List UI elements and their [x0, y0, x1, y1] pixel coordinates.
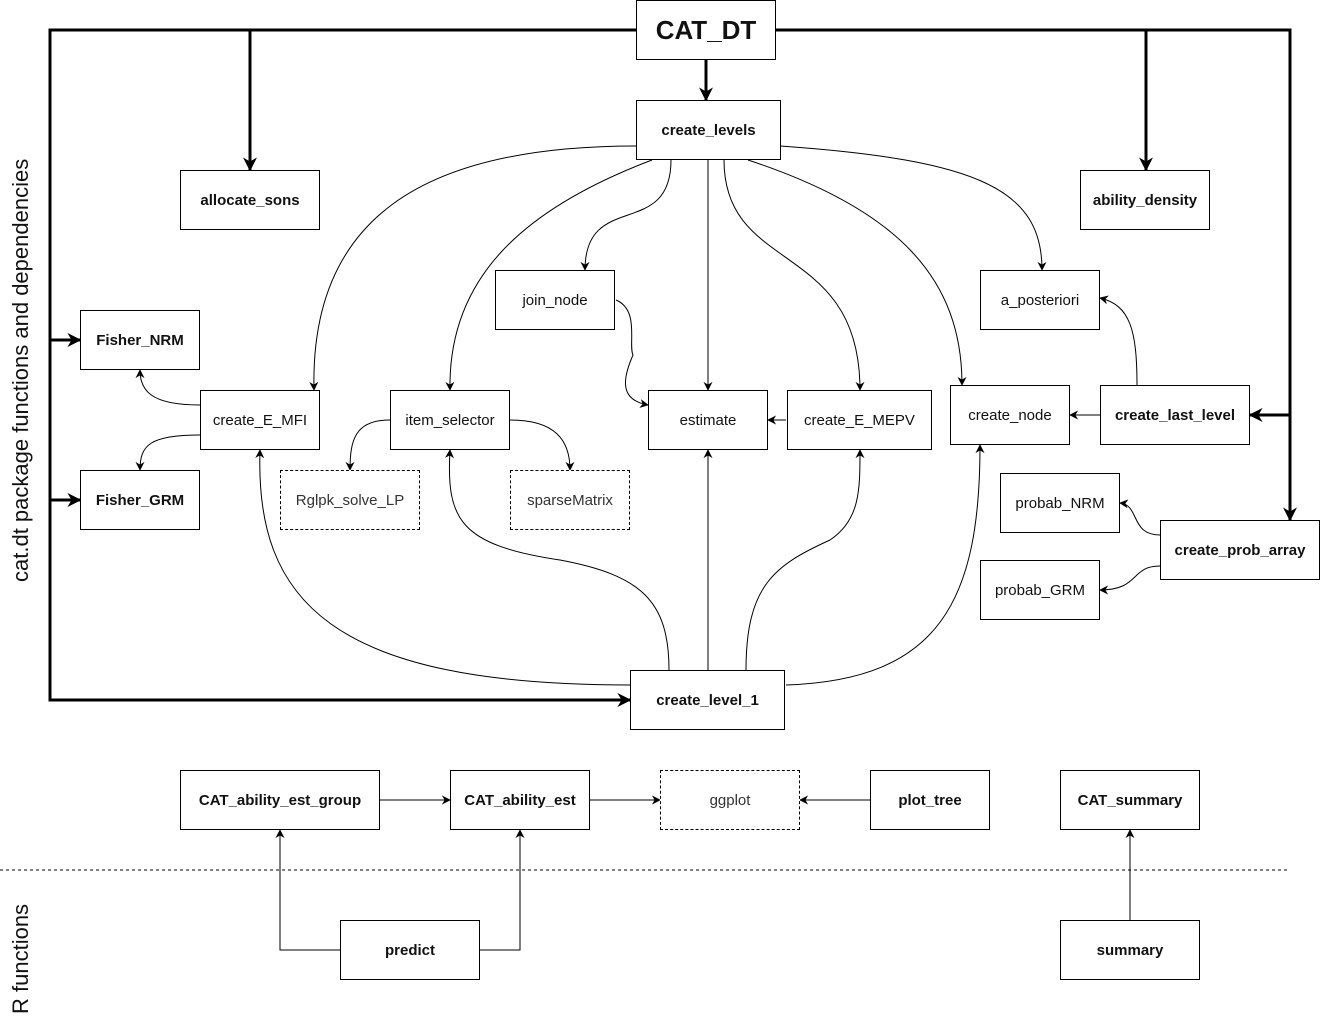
cat-dt-dependency-lines: [48, 28, 1297, 707]
node-create-levels[interactable]: create_levels: [636, 100, 781, 160]
node-a-posteriori[interactable]: a_posteriori: [980, 270, 1100, 330]
node-create-level-1[interactable]: create_level_1: [630, 670, 785, 730]
edge-create-e-mfi-fisher-grm: [135, 434, 201, 471]
edge-create-level-1-create-e-mepv: [745, 449, 865, 671]
node-cat-dt[interactable]: CAT_DT: [636, 0, 776, 60]
node-cat-summary[interactable]: CAT_summary: [1060, 770, 1200, 830]
node-allocate-sons[interactable]: allocate_sons: [180, 170, 320, 230]
edge-create-levels-a-posteriori: [779, 145, 1047, 271]
node-estimate[interactable]: estimate: [648, 390, 768, 450]
edge-create-level-1-create-node: [785, 444, 985, 686]
edge-create-levels-item-selector: [445, 159, 653, 391]
edge-create-levels-create-e-mepv: [723, 159, 865, 391]
side-label-package: cat.dt package functions and dependencie…: [8, 158, 33, 582]
node-create-last-level[interactable]: create_last_level: [1100, 385, 1250, 445]
edge-create-level-1-create-e-mfi: [255, 449, 631, 686]
node-cat-ability-est-group[interactable]: CAT_ability_est_group: [180, 770, 380, 830]
edge-join-node-estimate: [615, 299, 649, 408]
node-ability-density[interactable]: ability_density: [1080, 170, 1210, 230]
node-sparsematrix[interactable]: sparseMatrix: [510, 470, 630, 530]
edge-create-prob-array-probab-nrm: [1119, 499, 1161, 536]
node-fisher-nrm[interactable]: Fisher_NRM: [80, 310, 200, 370]
node-create-e-mfi[interactable]: create_E_MFI: [200, 390, 320, 450]
edge-item-selector-rglpk: [345, 419, 391, 471]
node-create-node[interactable]: create_node: [950, 385, 1070, 445]
function-call-edges: [135, 145, 1161, 951]
edge-cat-dt-frame-left: [48, 28, 636, 707]
edge-cat-dt-frame-right: [776, 28, 1297, 522]
node-summary[interactable]: summary: [1060, 920, 1200, 980]
edge-create-level-1-item-selector: [445, 449, 670, 671]
node-create-prob-array[interactable]: create_prob_array: [1160, 520, 1320, 580]
edge-create-e-mfi-fisher-nrm: [135, 369, 201, 406]
node-plot-tree[interactable]: plot_tree: [870, 770, 990, 830]
edge-create-levels-join-node: [580, 159, 672, 271]
node-ggplot[interactable]: ggplot: [660, 770, 800, 830]
edge-create-prob-array-probab-grm: [1099, 565, 1161, 595]
node-probab-grm[interactable]: probab_GRM: [980, 560, 1100, 620]
edge-predict-cat-ability-est-group: [275, 829, 340, 951]
edge-item-selector-sparsematrix: [509, 419, 575, 471]
node-probab-nrm[interactable]: probab_NRM: [1000, 473, 1120, 533]
node-cat-ability-est[interactable]: CAT_ability_est: [450, 770, 590, 830]
edge-create-levels-create-e-mfi: [309, 145, 637, 391]
side-label-r-functions: R functions: [8, 903, 33, 1014]
node-item-selector[interactable]: item_selector: [390, 390, 510, 450]
node-fisher-grm[interactable]: Fisher_GRM: [80, 470, 200, 530]
edge-create-levels-create-node: [747, 159, 967, 386]
node-create-e-mepv[interactable]: create_E_MEPV: [787, 390, 932, 450]
node-predict[interactable]: predict: [340, 920, 480, 980]
edge-predict-cat-ability-est: [480, 829, 525, 951]
node-rglpk-solve-lp[interactable]: Rglpk_solve_LP: [280, 470, 420, 530]
edge-create-last-level-a-posteriori: [1099, 295, 1138, 386]
node-join-node[interactable]: join_node: [495, 270, 615, 330]
